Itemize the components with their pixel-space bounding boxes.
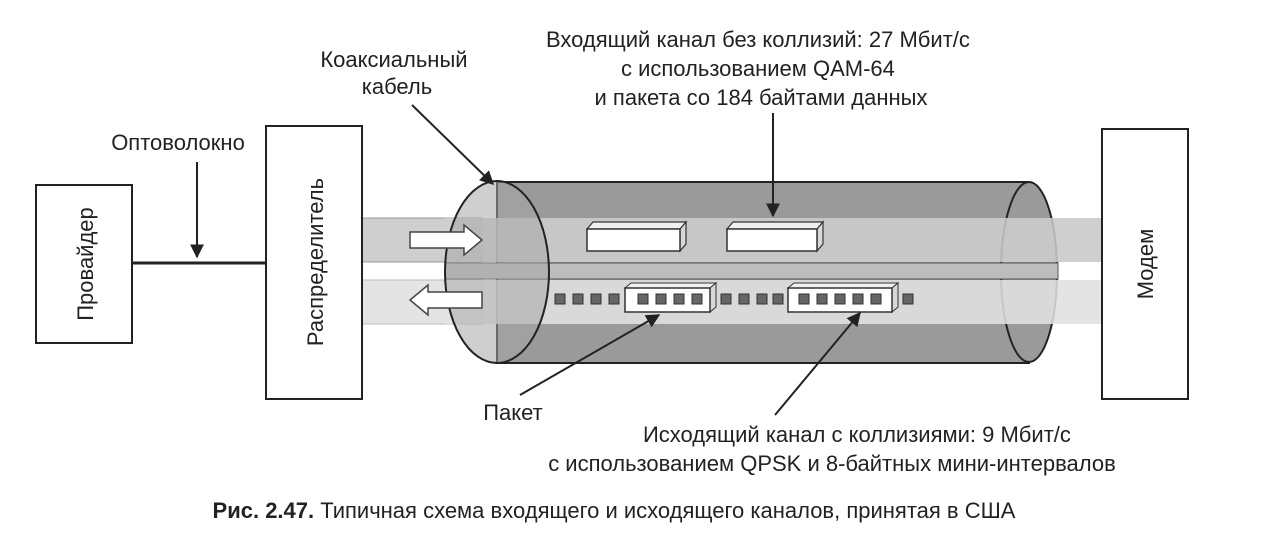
provider-label: Провайдер: [73, 207, 98, 321]
upstream-packet-2: [786, 281, 900, 314]
downstream-packet-1: [585, 220, 688, 253]
upstream-label: Исходящий канал с коллизиями: 9 Мбит/с с…: [548, 422, 1116, 476]
caption-text: Типичная схема входящего и исходящего ка…: [314, 498, 1016, 523]
fiber-label: Оптоволокно: [111, 130, 245, 155]
downstream-label: Входящий канал без коллизий: 27 Мбит/с с…: [546, 27, 976, 110]
modem-label: Модем: [1133, 229, 1158, 300]
packet-pointer: [519, 314, 661, 396]
packet-label: Пакет: [483, 400, 543, 425]
distributor-label: Распределитель: [303, 178, 328, 346]
downstream-arrow: [409, 223, 484, 257]
provider-box: [35, 184, 133, 344]
upstream-packet-1: [623, 281, 718, 314]
upstream-pointer: [774, 311, 861, 416]
figure-caption: Рис. 2.47. Типичная схема входящего и ис…: [213, 498, 1016, 523]
modem-box: [1101, 128, 1189, 400]
distributor-box: [265, 125, 363, 400]
caption-number: Рис. 2.47.: [213, 498, 315, 523]
upstream-minislots: [554, 293, 914, 305]
coax-pointer: [411, 104, 495, 185]
coax-cylinder-front: [444, 180, 550, 364]
downstream-packet-2: [725, 220, 825, 253]
coax-label: Коаксиальный кабель: [320, 47, 473, 99]
upstream-arrow: [408, 283, 483, 317]
